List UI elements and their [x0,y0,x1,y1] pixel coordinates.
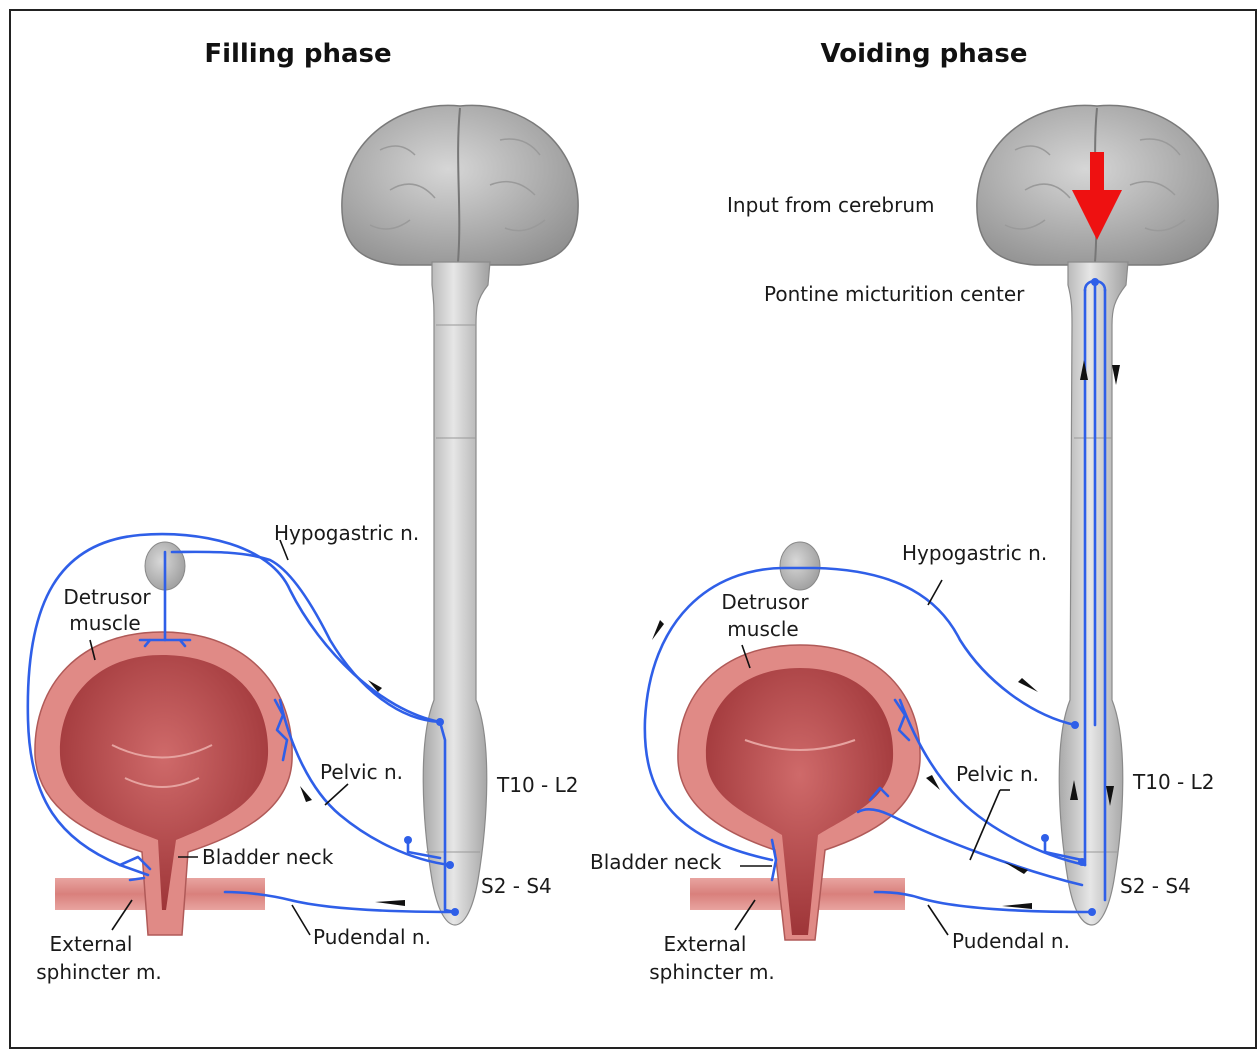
label-external-filling-1: External [50,932,133,956]
label-hypogastric-filling: Hypogastric n. [274,521,419,545]
label-s2-s4-voiding: S2 - S4 [1120,874,1191,898]
label-pudendal-filling: Pudendal n. [313,925,431,949]
label-pelvic-filling: Pelvic n. [320,760,403,784]
label-detrusor-voiding-2: muscle [727,617,798,641]
label-external-voiding-1: External [664,932,747,956]
label-detrusor-filling-1: Detrusor [63,585,151,609]
label-detrusor-voiding-1: Detrusor [721,590,809,614]
direction-arrow-filling-3 [375,900,405,906]
voiding-panel: Voiding phase [590,39,1218,984]
label-bladder-neck-filling: Bladder neck [202,845,334,869]
spinal-cord-filling [423,262,490,925]
label-external-filling-2: sphincter m. [36,960,162,984]
label-t10-l2-filling: T10 - L2 [496,773,578,797]
direction-arrow-voiding-3 [926,775,940,790]
direction-arrow-voiding-5 [1002,903,1032,909]
label-t10-l2-voiding: T10 - L2 [1132,770,1214,794]
voiding-title: Voiding phase [821,39,1028,69]
label-bladder-neck-voiding: Bladder neck [590,850,722,874]
filling-title: Filling phase [204,39,391,69]
label-s2-s4-filling: S2 - S4 [481,874,552,898]
direction-arrow-voiding-1 [1018,678,1038,692]
label-external-voiding-2: sphincter m. [649,960,775,984]
filling-panel: Filling phase [28,39,579,984]
label-pudendal-voiding: Pudendal n. [952,929,1070,953]
direction-arrow-filling-2 [300,786,312,802]
ganglion-voiding [780,542,820,590]
label-detrusor-filling-2: muscle [69,611,140,635]
brain-filling [342,105,578,265]
label-cerebrum-input: Input from cerebrum [727,193,935,217]
label-pelvic-voiding: Pelvic n. [956,762,1039,786]
direction-arrow-voiding-down-1 [1112,365,1120,385]
label-pontine-center: Pontine micturition center [764,282,1025,306]
label-hypogastric-voiding: Hypogastric n. [902,541,1047,565]
spinal-cord-voiding [1059,262,1128,925]
direction-arrow-voiding-2 [652,620,664,640]
